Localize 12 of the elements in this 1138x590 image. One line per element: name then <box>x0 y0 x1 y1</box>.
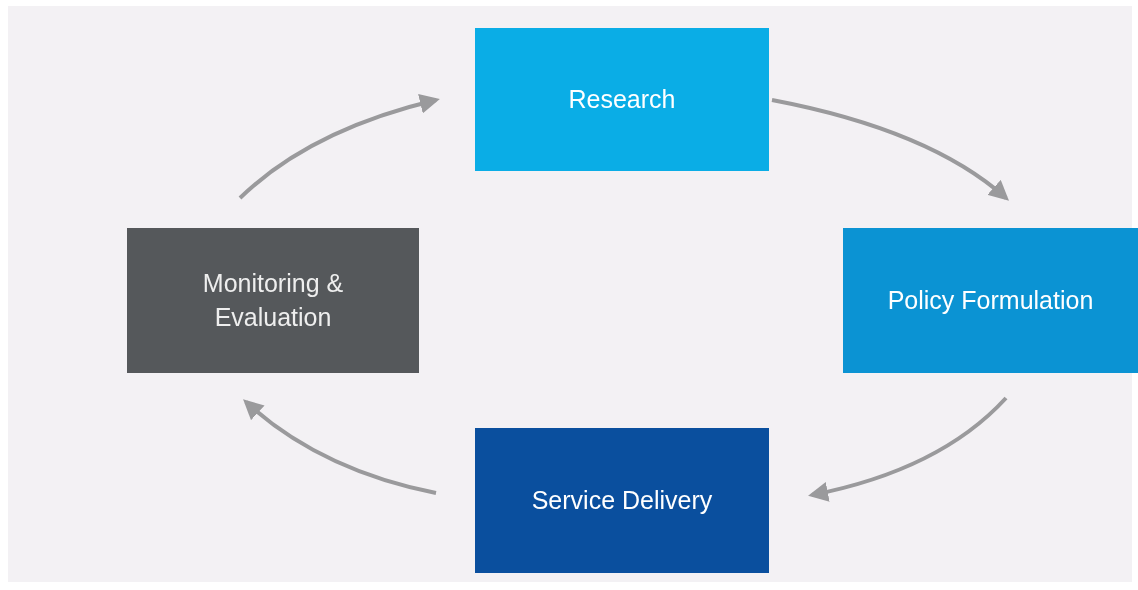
process-box <box>475 428 769 573</box>
curved-arrow <box>238 94 440 200</box>
process-box <box>127 228 419 373</box>
curved-arrow <box>771 98 1010 201</box>
process-box <box>475 28 769 171</box>
curved-arrow <box>808 396 1008 502</box>
process-box <box>843 228 1138 373</box>
box-label: Service Delivery <box>531 484 713 516</box>
box-label: Research <box>568 83 676 115</box>
box-label: Monitoring & Evaluation <box>201 267 345 333</box>
curved-arrow <box>243 399 437 495</box>
box-label: Policy Formulation <box>887 284 1094 316</box>
